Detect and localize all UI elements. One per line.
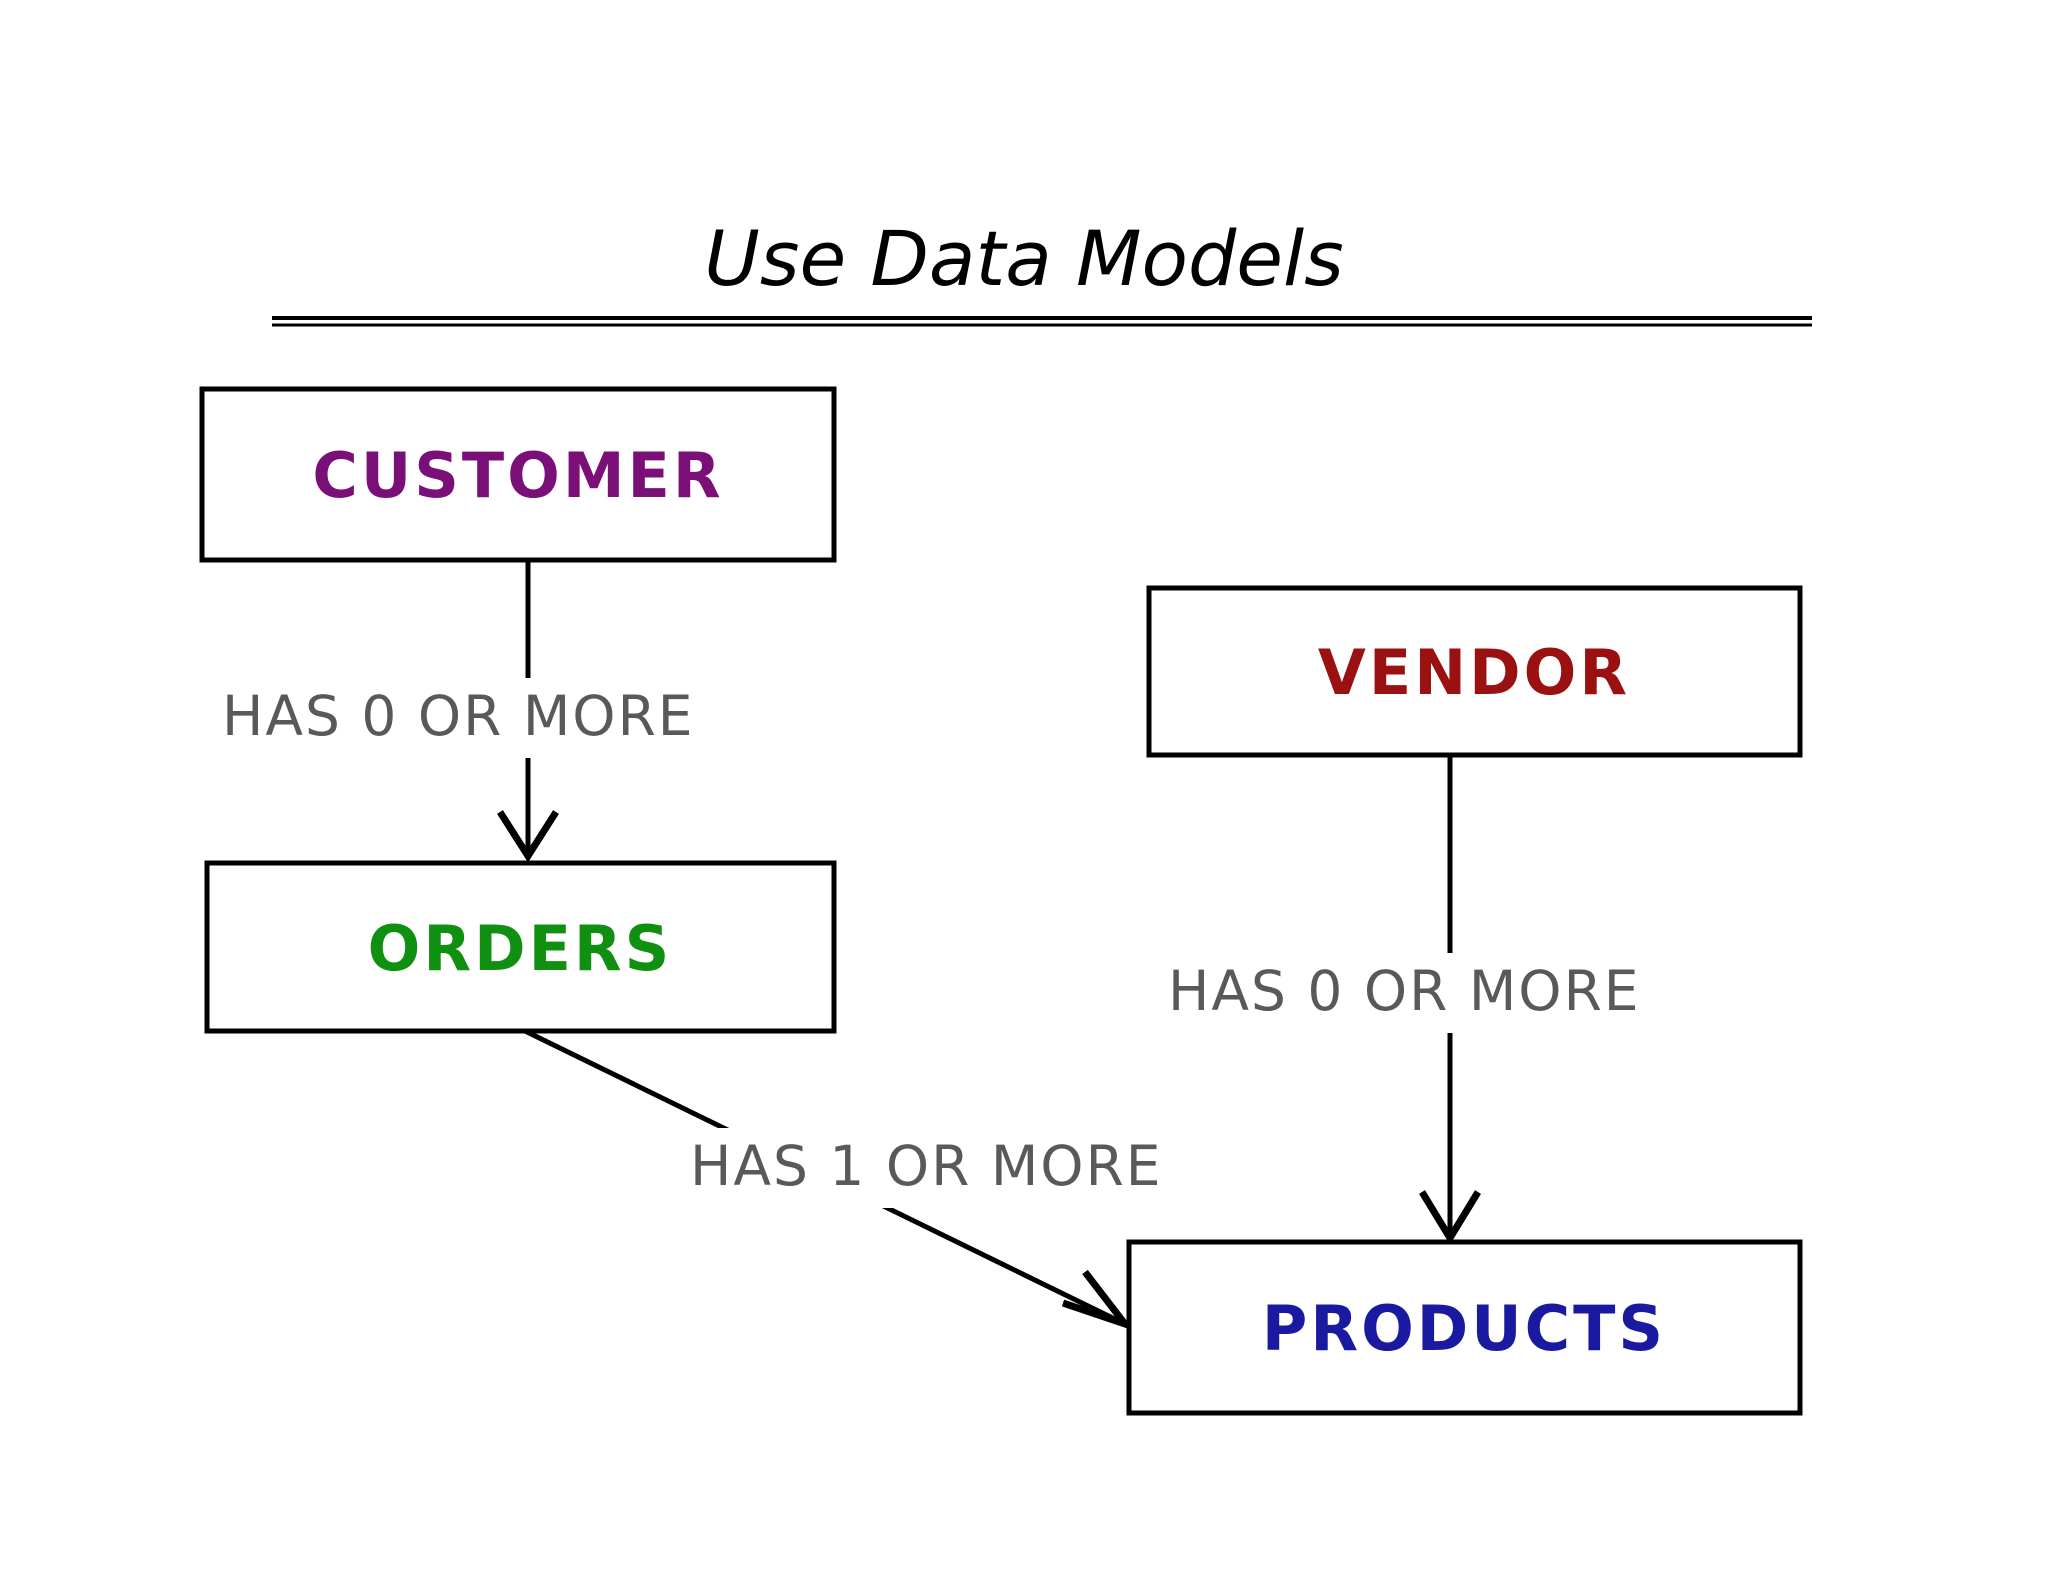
title-divider	[272, 316, 1812, 327]
entity-box-orders[interactable]: ORDERS	[204, 860, 837, 1034]
entity-label-vendor: VENDOR	[1318, 636, 1630, 709]
relationship-label-orders-products: HAS 1 OR MORE	[676, 1128, 1316, 1208]
entity-box-vendor[interactable]: VENDOR	[1146, 585, 1803, 758]
relationship-text-orders-products: HAS 1 OR MORE	[690, 1134, 1163, 1198]
entity-label-orders: ORDERS	[368, 912, 673, 985]
entity-label-products: PRODUCTS	[1262, 1292, 1666, 1365]
entity-label-customer: CUSTOMER	[312, 439, 723, 512]
relationship-text-customer-orders: HAS 0 OR MORE	[222, 684, 695, 748]
relationship-text-vendor-products: HAS 0 OR MORE	[1168, 959, 1641, 1023]
relationship-label-vendor-products: HAS 0 OR MORE	[1154, 953, 1794, 1033]
relationship-label-customer-orders: HAS 0 OR MORE	[208, 678, 848, 758]
entity-box-products[interactable]: PRODUCTS	[1126, 1239, 1803, 1416]
slide-title: Use Data Models	[704, 214, 1344, 303]
entity-box-customer[interactable]: CUSTOMER	[199, 386, 837, 563]
